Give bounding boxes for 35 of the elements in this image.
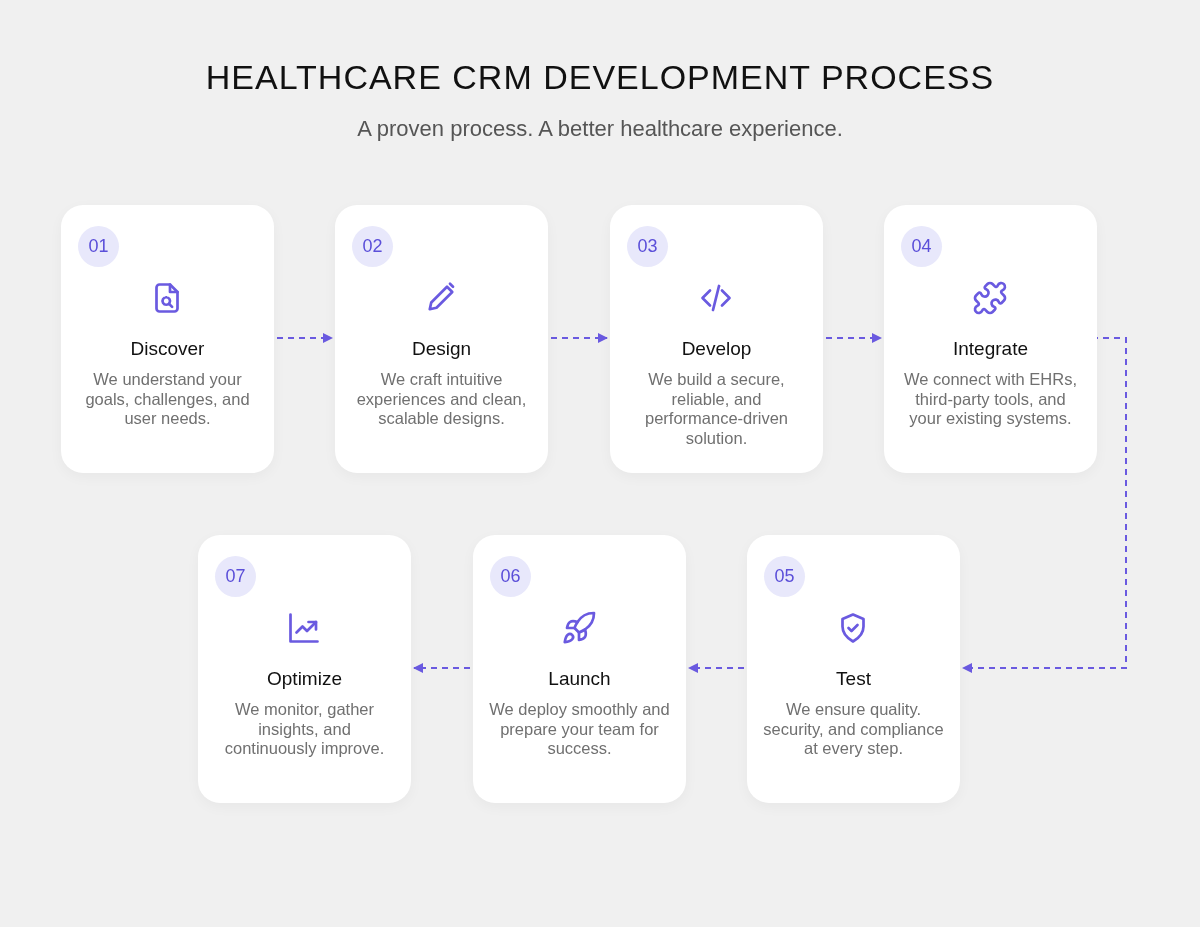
dashed-arrow <box>688 663 745 673</box>
step-number-badge: 02 <box>352 226 393 267</box>
subtitle: A proven process. A better healthcare experience. <box>356 116 844 142</box>
step-card <box>335 205 548 473</box>
step-title: Design <box>410 338 473 360</box>
step-number-badge: 05 <box>764 556 805 597</box>
step-description: We understand your goals, challenges, and user needs. <box>84 370 251 429</box>
step-card <box>61 205 274 473</box>
step-number-badge: 01 <box>78 226 119 267</box>
step-description: We craft intuitive experiences and clean, scalable designs. <box>355 370 528 429</box>
step-card <box>747 535 960 803</box>
dashed-arrow <box>825 333 882 343</box>
step-card <box>198 535 411 803</box>
step-number-badge: 07 <box>215 556 256 597</box>
step-description: We monitor, gather insights, and continuously improve. <box>223 700 386 759</box>
step-description: We build a secure, reliable, and performance-driven solution. <box>643 370 790 448</box>
step-description: We connect with EHRs, third-party tools, and your existing systems. <box>903 370 1078 429</box>
step-card <box>473 535 686 803</box>
dashed-arrow <box>276 333 333 343</box>
step-description: We deploy smoothly and prepare your team for success. <box>488 700 671 759</box>
step-title: Launch <box>547 668 612 690</box>
step-number-badge: 04 <box>901 226 942 267</box>
step-title: Discover <box>129 338 206 360</box>
dashed-arrow <box>413 663 471 673</box>
step-number-badge: 06 <box>490 556 531 597</box>
step-title: Optimize <box>266 668 343 690</box>
step-title: Test <box>835 668 872 690</box>
step-number-badge: 03 <box>627 226 668 267</box>
dashed-arrow <box>550 333 608 343</box>
step-title: Develop <box>680 338 753 360</box>
step-description: We ensure quality. security, and compliance at every step. <box>762 700 945 759</box>
step-card <box>610 205 823 473</box>
diagram-title: HEALTHCARE CRM DEVELOPMENT PROCESS <box>204 58 996 97</box>
step-card <box>884 205 1097 473</box>
step-title: Integrate <box>952 338 1029 360</box>
